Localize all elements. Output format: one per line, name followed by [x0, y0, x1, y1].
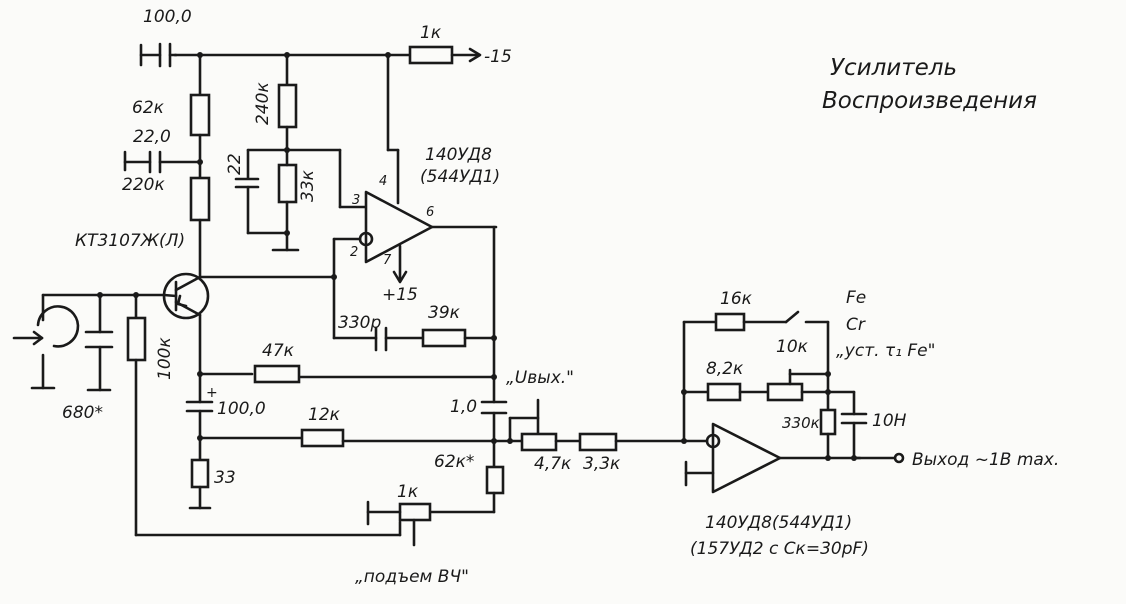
label-c-330p: 330р — [338, 313, 381, 333]
label-c-10n: 10Н — [872, 411, 907, 431]
label-supply-pos: +15 — [382, 285, 418, 305]
label-r-16k: 16к — [720, 289, 753, 309]
label-c-680: 680* — [62, 403, 103, 423]
resistor-12k — [300, 428, 345, 448]
label-r-100k: 100к — [155, 337, 175, 380]
opamp2-label-line2: (157УД2 с Ск=30pF) — [690, 539, 869, 559]
label-c-100-emitter: 100,0 — [217, 399, 266, 419]
resistor-16k — [714, 312, 746, 332]
output-terminal[interactable] — [893, 452, 905, 464]
pin-2: 2 — [350, 245, 358, 260]
label-pot-4-7k: 4,7к — [534, 454, 572, 474]
resistor-62k — [189, 93, 211, 137]
label-cr: Cr — [846, 315, 866, 335]
resistor-240k — [277, 83, 298, 129]
label-r-39k: 39к — [428, 303, 461, 323]
label-r-1k-top: 1к — [420, 23, 442, 43]
capacitor-1 — [480, 400, 508, 443]
label-fe: Fe — [846, 288, 866, 308]
top-rail — [173, 45, 482, 65]
opamp2-label-line1: 140УД8(544УД1) — [705, 513, 852, 533]
plus-sign: + — [206, 385, 218, 401]
label-uout: „Uвых." — [506, 368, 574, 388]
label-r-47k: 47к — [262, 341, 295, 361]
label-r-220k: 220к — [122, 175, 165, 195]
pin-7: 7 — [383, 253, 392, 268]
resistor-62k-star — [485, 465, 505, 495]
resistor-100k — [126, 316, 147, 362]
capacitor-680 — [84, 293, 114, 392]
resistor-8-2k — [706, 382, 742, 402]
label-c-100-top: 100,0 — [143, 7, 192, 27]
resistor-33 — [190, 458, 210, 489]
label-output: Выход ~1В max. — [912, 450, 1059, 470]
label-pot-10k: 10к — [776, 337, 809, 357]
label-c-22b: 22 — [225, 153, 245, 175]
label-r-33k: 33к — [298, 169, 318, 202]
potentiometer-hf-1k[interactable] — [398, 502, 432, 522]
resistor-1k-top — [408, 45, 454, 65]
switch-fe-cr[interactable] — [784, 310, 800, 324]
capacitor-100-top — [139, 42, 178, 68]
label-r-33: 33 — [214, 468, 236, 488]
label-r-240k: 240к — [253, 82, 273, 125]
capacitor-22 — [123, 150, 202, 174]
resistor-39k — [421, 328, 467, 348]
capacitor-10n — [840, 390, 868, 460]
label-tau-fe: „уст. τ₁ Fe" — [836, 341, 935, 361]
opamp-2 — [682, 422, 862, 494]
potentiometer-4-7k[interactable] — [520, 432, 558, 452]
pin-4: 4 — [379, 174, 387, 189]
pin-6: 6 — [426, 205, 434, 220]
resistor-33k — [277, 163, 298, 204]
label-c-1: 1,0 — [450, 397, 477, 417]
label-hf-boost: „подъем ВЧ" — [355, 567, 469, 587]
label-r-8-2k: 8,2к — [706, 359, 744, 379]
label-r-62k: 62к — [132, 98, 165, 118]
opamp-1 — [358, 53, 498, 284]
label-r-12k: 12к — [308, 405, 341, 425]
resistor-220k — [189, 176, 211, 222]
pin-3: 3 — [352, 193, 360, 208]
potentiometer-10k[interactable] — [766, 382, 804, 402]
label-r-3-3k: 3,3к — [583, 454, 621, 474]
input-jack-icon — [12, 293, 80, 390]
opamp1-label-line1: 140УД8 — [425, 145, 492, 165]
resistor-47k — [253, 364, 301, 384]
label-supply-neg: -15 — [484, 47, 512, 67]
label-r-62k-star: 62к* — [434, 452, 474, 472]
resistor-330k — [819, 408, 837, 436]
label-c-22: 22,0 — [133, 127, 171, 147]
label-r-330k: 330к — [782, 414, 820, 432]
transistor-label: КТ3107Ж(Л) — [75, 231, 185, 251]
title-line2: Воспроизведения — [822, 88, 1037, 114]
capacitor-100-emitter — [185, 372, 214, 440]
opamp1-label-line2: (544УД1) — [420, 167, 500, 187]
title-line1: Усилитель — [830, 55, 957, 81]
label-pot-1k: 1к — [397, 482, 419, 502]
resistor-3-3k — [578, 432, 618, 452]
